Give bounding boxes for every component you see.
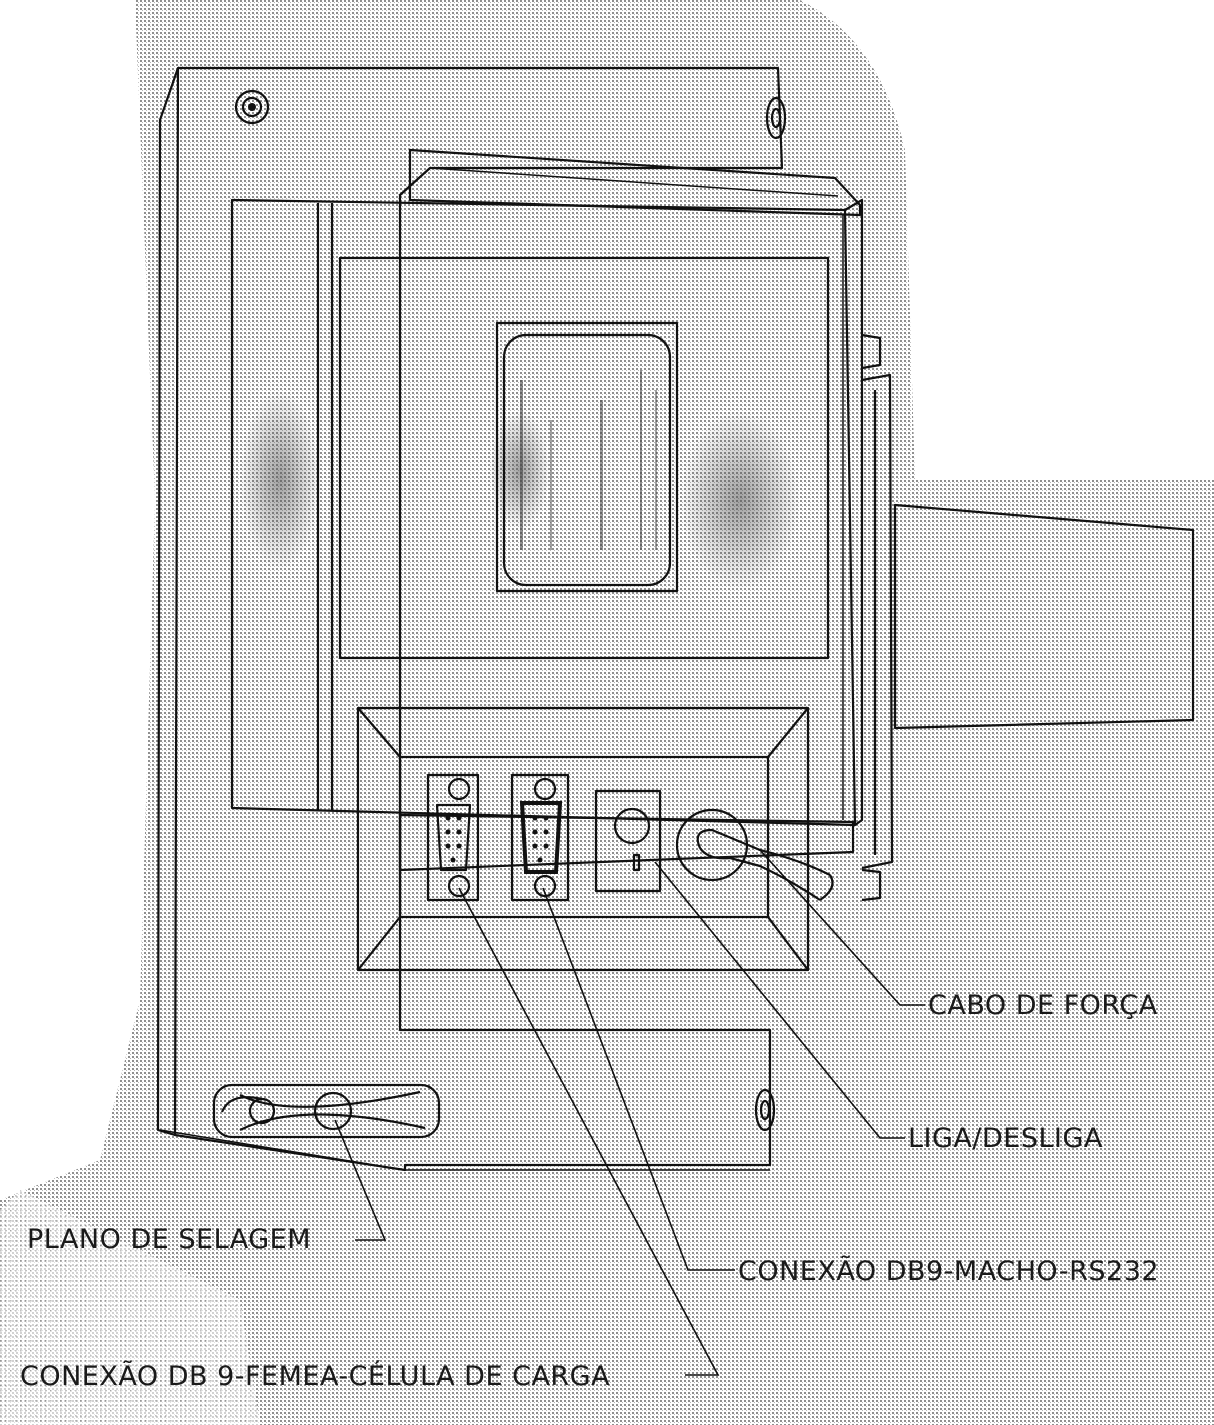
db9-male-connector [510, 773, 570, 902]
upper-housing [408, 148, 862, 217]
label-on-off: LIGA/DESLIGA [908, 1123, 1103, 1154]
label-sealing-plane: PLANO DE SELAGEM [27, 1224, 311, 1255]
label-db9-female: CONEXÃO DB 9-FEMEA-CÉLULA DE CARGA [20, 1360, 610, 1392]
back-plate [156, 66, 784, 1172]
label-power-cable: CABO DE FORÇA [928, 990, 1158, 1021]
leader-lines [334, 849, 925, 1376]
main-enclosure [230, 198, 864, 827]
lower-housing [398, 813, 855, 872]
label-db9-male: CONEXÃO DB9-MACHO-RS232 [738, 1255, 1159, 1287]
side-brackets [861, 333, 894, 902]
sealing-bracket [212, 1083, 441, 1139]
leader-sealing-plane [334, 1119, 387, 1241]
top-right-screw-icon [765, 96, 787, 140]
display-noise [520, 370, 657, 550]
leader-db9-female [458, 887, 720, 1376]
top-left-screw-icon [234, 89, 270, 125]
bottom-right-screw-icon [754, 1088, 776, 1132]
db9-female-connector [426, 773, 480, 902]
leader-on-off [654, 861, 905, 1139]
power-switch [594, 789, 662, 893]
side-arm [893, 503, 1195, 730]
leader-power-cable [759, 849, 925, 1006]
display-panel [338, 256, 830, 660]
leader-db9-male [542, 887, 735, 1271]
